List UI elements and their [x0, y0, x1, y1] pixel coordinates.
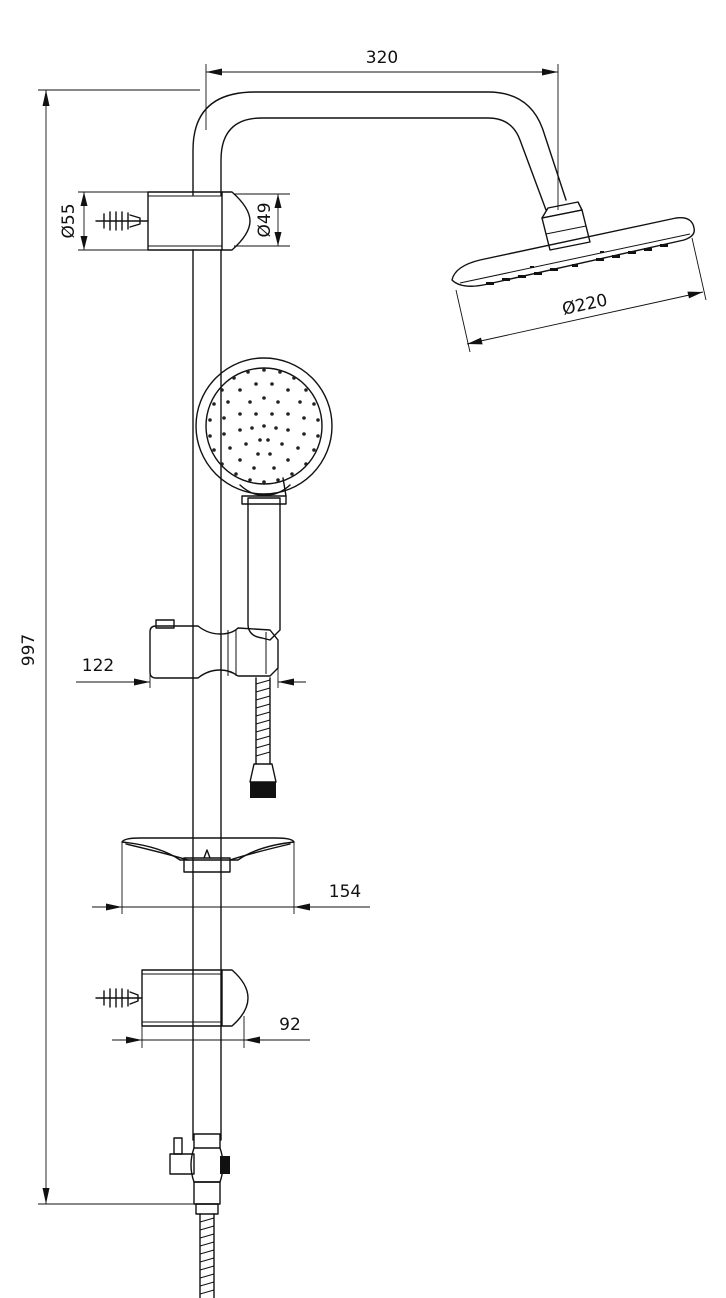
dim-label-rail-diameter: Ø49 — [255, 202, 275, 237]
head-nozzles — [486, 244, 668, 285]
diverter-valve — [169, 1133, 230, 1215]
bottom-hose — [199, 1213, 215, 1298]
dimension-lines — [38, 64, 707, 1205]
shower-hose — [249, 677, 277, 798]
overhead-shower-head — [451, 201, 695, 287]
dim-label-320: 320 — [366, 48, 398, 68]
hand-shower — [195, 357, 333, 641]
rail-slider — [149, 619, 279, 679]
upper-wall-bracket — [95, 191, 251, 251]
wall-plug-screw-upper — [95, 211, 149, 231]
soap-dish — [121, 837, 295, 873]
wall-plug-screw-lower — [95, 988, 143, 1008]
dim-label-bracket-diameter: Ø55 — [59, 203, 79, 238]
dim-label-997: 997 — [19, 634, 39, 666]
dim-label-154: 154 — [329, 882, 361, 902]
dim-label-92: 92 — [279, 1015, 301, 1035]
lower-wall-bracket — [95, 969, 249, 1027]
hand-shower-nozzles — [208, 368, 320, 484]
shower-rail — [192, 91, 567, 1141]
dim-label-122: 122 — [82, 656, 114, 676]
dim-label-head-diameter: Ø220 — [560, 290, 609, 319]
